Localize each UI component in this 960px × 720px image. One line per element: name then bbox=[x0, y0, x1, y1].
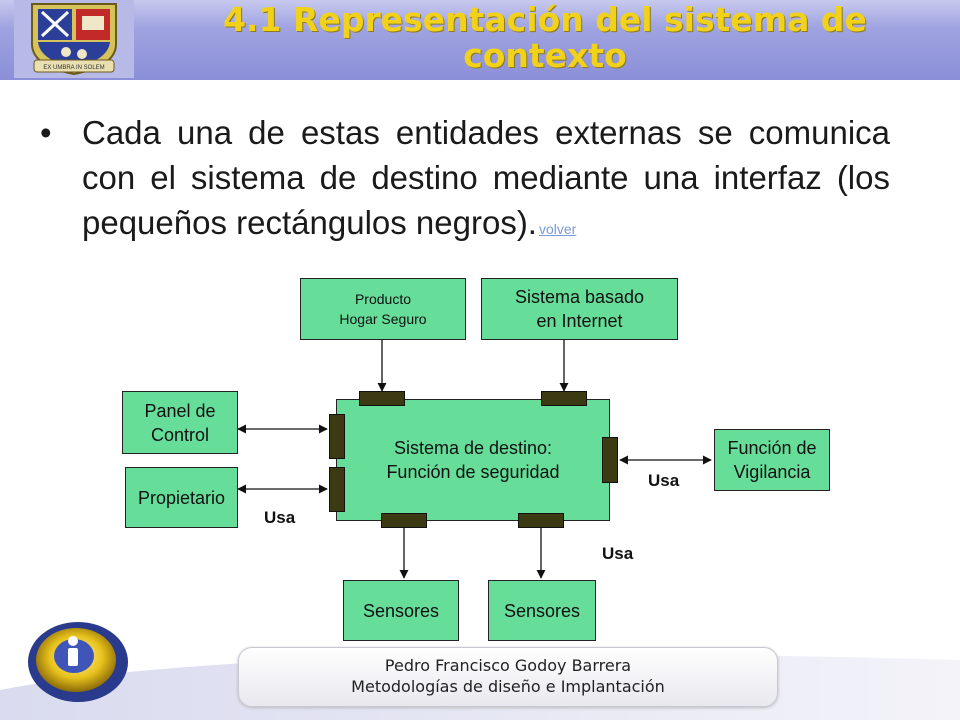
propietario-label: Propietario bbox=[137, 487, 226, 508]
internet-line1: Sistema basado bbox=[514, 287, 645, 307]
panel-box: Panel de Control bbox=[122, 391, 238, 454]
internet-box: Sistema basado en Internet bbox=[481, 278, 678, 340]
interface-bottom-left bbox=[381, 513, 427, 528]
interface-top-left bbox=[359, 391, 405, 406]
vigilancia-box: Función de Vigilancia bbox=[714, 429, 830, 491]
vigilancia-line2: Vigilancia bbox=[733, 462, 811, 482]
logo-caption: EX UMBRA IN SOLEM bbox=[43, 65, 104, 71]
back-link[interactable]: volver bbox=[538, 221, 577, 237]
producto-line1: Producto bbox=[354, 291, 412, 307]
footer-author: Pedro Francisco Godoy Barrera bbox=[384, 656, 632, 675]
target-line1: Sistema de destino: bbox=[393, 438, 553, 458]
sensores-label-2: Sensores bbox=[503, 600, 581, 621]
page-title: 4.1 Representación del sistema de contex… bbox=[223, 0, 867, 75]
bullet-item: • Cada una de estas entidades externas s… bbox=[40, 110, 890, 252]
panel-line1: Panel de bbox=[144, 400, 216, 421]
vigilancia-line1: Función de bbox=[727, 438, 817, 458]
target-line2: Función de seguridad bbox=[386, 462, 560, 482]
panel-line2: Control bbox=[150, 424, 210, 445]
producto-line2: Hogar Seguro bbox=[339, 311, 427, 327]
propietario-box: Propietario bbox=[125, 467, 238, 528]
uses-label-left: Usa bbox=[264, 508, 296, 527]
interface-left-lower bbox=[329, 467, 345, 512]
bullet-text: Cada una de estas entidades externas se … bbox=[82, 114, 890, 241]
uses-label-bottom: Usa bbox=[602, 544, 634, 563]
interface-bottom-right bbox=[518, 513, 564, 528]
footer-subject: Metodologías de diseño e Implantación bbox=[351, 677, 665, 696]
internet-line2: en Internet bbox=[536, 311, 623, 331]
sensores-box-1: Sensores bbox=[343, 580, 459, 641]
bullet-dot: • bbox=[40, 114, 52, 151]
header-bar: EX UMBRA IN SOLEM 4.1 Representación del… bbox=[0, 0, 960, 80]
interface-left-upper bbox=[329, 414, 345, 459]
target-system-box: Sistema de destino: Función de seguridad bbox=[336, 399, 610, 521]
sensores-box-2: Sensores bbox=[488, 580, 596, 641]
interface-top-right bbox=[541, 391, 587, 406]
university-logo: EX UMBRA IN SOLEM bbox=[14, 0, 134, 78]
uses-label-right: Usa bbox=[648, 471, 680, 490]
interface-right bbox=[602, 437, 618, 483]
footer-caption: Pedro Francisco Godoy Barrera Metodologí… bbox=[238, 647, 778, 707]
sensores-label-1: Sensores bbox=[362, 600, 440, 621]
